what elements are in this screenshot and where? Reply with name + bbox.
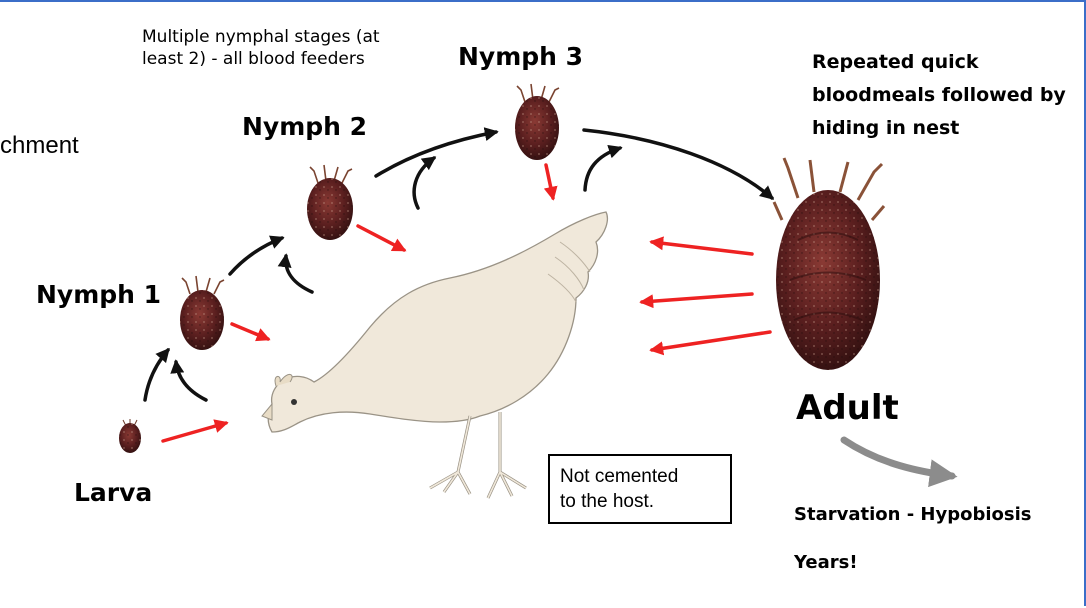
nymph1-label: Nymph 1 [36,280,161,309]
nymph3-tick-image [515,84,559,160]
adult-label: Adult [796,388,899,428]
callout-line-1: Not cemented [560,464,720,489]
nymph2-to-nymph3-arrow [376,132,496,176]
nymph1-tick-image [180,276,224,350]
nymph3-label: Nymph 3 [458,42,583,71]
nymph3-return-arrow [585,148,620,190]
truncated-side-text: chment [0,132,79,160]
adult-feeding-arrow-2 [642,294,752,302]
nymph3-feeding-arrow [546,165,553,198]
larva-to-nymph1-arrow [145,350,168,400]
nymph2-tick-image [307,165,353,240]
starvation-arrow [844,440,952,476]
adult-tick-image [774,158,884,370]
nymphal-stages-note: Multiple nymphal stages (at least 2) - a… [142,26,380,70]
adult-note-line-1: Repeated quick [812,46,1066,79]
nymph1-return-arrow [286,256,312,292]
adult-feeding-arrow-1 [652,242,752,254]
nymph2-return-arrow [414,158,434,208]
nymph1-to-nymph2-arrow [230,238,282,274]
nymphal-note-line-1: Multiple nymphal stages (at [142,26,380,48]
nymphal-note-line-2: least 2) - all blood feeders [142,48,380,70]
adult-note-line-3: hiding in nest [812,112,1066,145]
larva-tick-image [119,419,141,453]
callout-line-2: to the host. [560,489,720,514]
nymph3-to-adult-arrow [584,130,772,198]
nymph1-feeding-arrow [232,324,268,339]
nymph2-label: Nymph 2 [242,112,367,141]
not-cemented-callout: Not cemented to the host. [548,454,732,524]
years-label: Years! [794,546,858,579]
adult-note-line-2: bloodmeals followed by [812,79,1066,112]
starvation-label: Starvation - Hypobiosis [794,498,1032,531]
larva-feeding-arrow [163,423,226,441]
adult-feeding-note: Repeated quick bloodmeals followed by hi… [812,46,1066,145]
nymph2-feeding-arrow [358,226,404,250]
larva-return-arrow [176,362,206,400]
larva-label: Larva [74,478,152,507]
adult-feeding-arrow-3 [652,332,770,350]
